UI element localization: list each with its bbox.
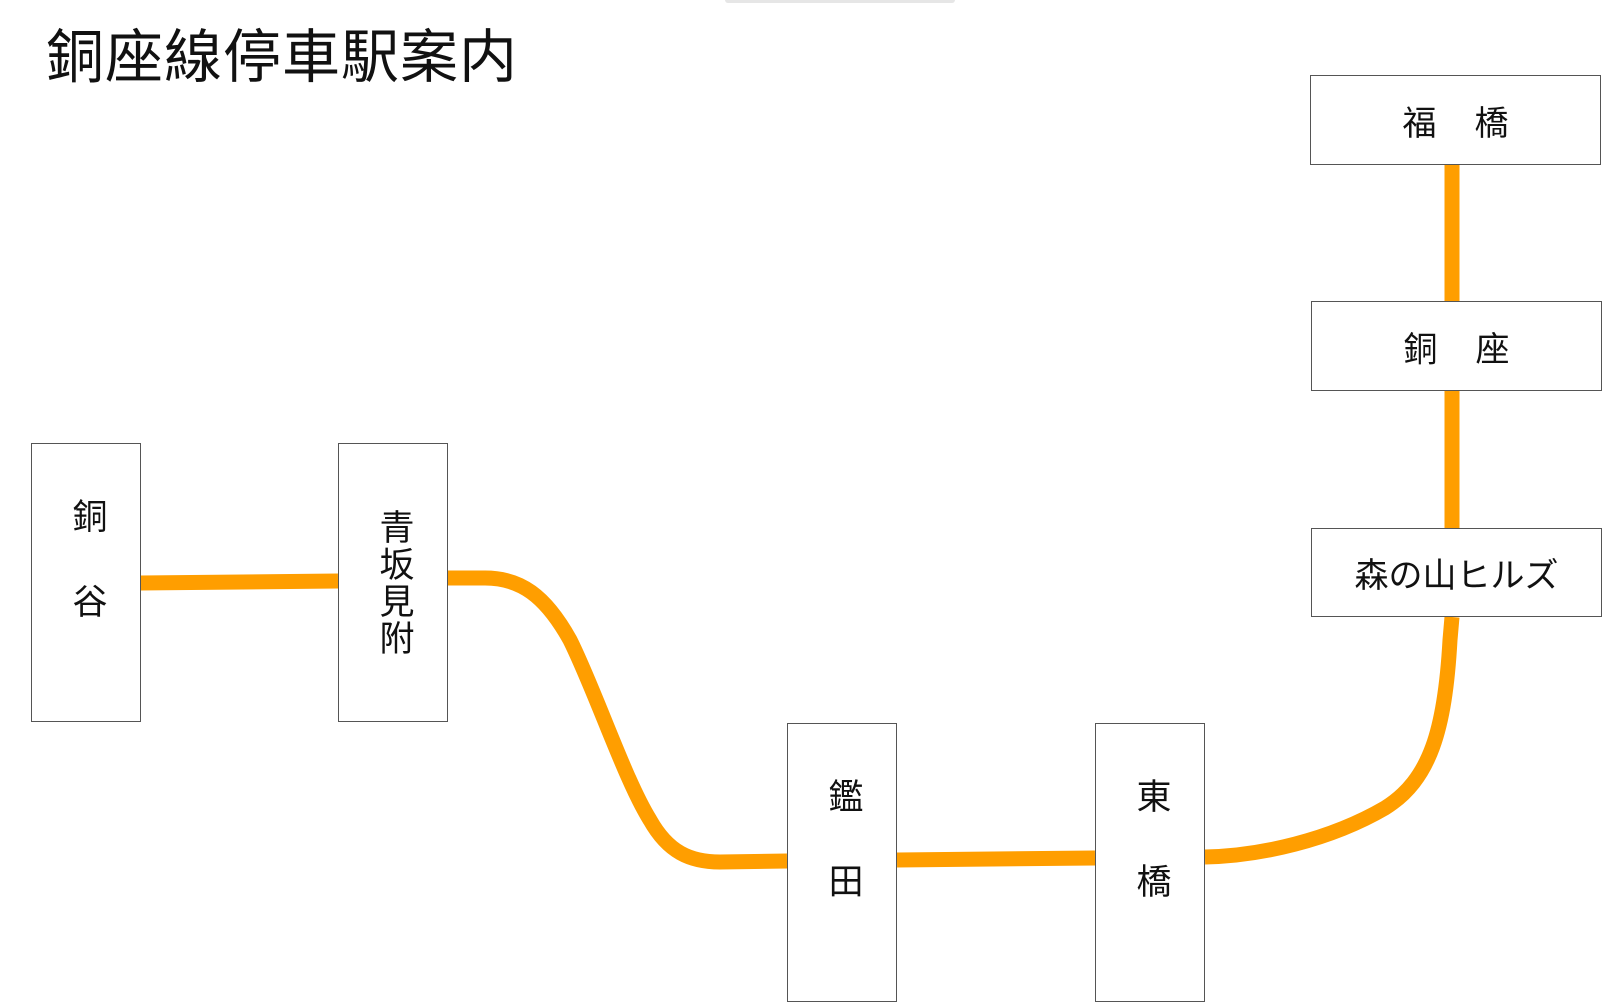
station-kanda[interactable]: 鑑田 (787, 723, 897, 1002)
station-aosakamitsuke[interactable]: 青坂見附 (338, 443, 448, 722)
station-tohashi[interactable]: 東橋 (1095, 723, 1205, 1002)
station-doya[interactable]: 銅谷 (31, 443, 141, 722)
station-morinoyama-label: 森の山ヒルズ (1354, 556, 1559, 596)
page-title: 銅座線停車駅案内 (46, 23, 519, 91)
station-aosakamitsuke-label: 青坂見附 (373, 508, 414, 657)
segment-doya-aosakamitsuke (139, 573, 339, 591)
segment-tohashi-morinoyama (1204, 616, 1460, 865)
station-doya-label: 銅谷 (66, 497, 107, 668)
station-kanda-label: 鑑田 (822, 777, 863, 948)
segment-kanda-tohashi (896, 850, 1096, 868)
station-morinoyama[interactable]: 森の山ヒルズ (1311, 528, 1602, 617)
route-line (139, 165, 1460, 870)
station-fukuhashi-label: 福橋 (1402, 103, 1547, 144)
segment-aosakamitsuke-kanda (448, 570, 788, 870)
window-top-tab (725, 0, 955, 3)
station-doza[interactable]: 銅座 (1311, 301, 1602, 391)
station-fukuhashi[interactable]: 福橋 (1310, 75, 1601, 165)
station-doza-label: 銅座 (1403, 329, 1548, 370)
station-tohashi-label: 東橋 (1130, 777, 1171, 948)
